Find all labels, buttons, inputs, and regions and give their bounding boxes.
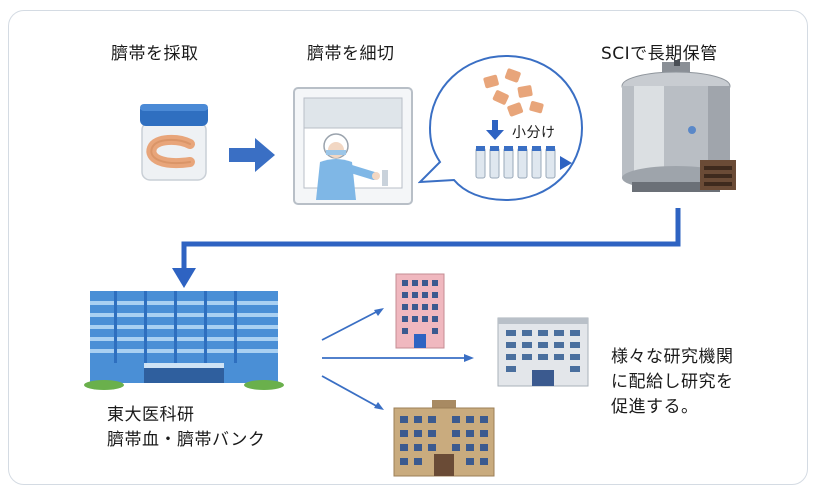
cryo-storage-tank-icon [621, 60, 736, 192]
flow-connector [172, 208, 681, 288]
institute-building-icon [497, 317, 589, 387]
bank-label: 東大医科研 臍帯血・臍帯バンク [107, 403, 265, 453]
step-label-store: SCIで長期保管 [601, 44, 718, 64]
arrow-down-icon [486, 120, 504, 140]
institute-building-icon [393, 400, 495, 477]
distribution-label: 様々な研究機関 に配給し研究を 促進する。 [611, 345, 734, 420]
aliquot-tubes-icon [475, 146, 556, 179]
arrow-right-small-icon [560, 156, 572, 170]
bank-label-line1: 東大医科研 [107, 405, 195, 425]
distribution-label-line2: に配給し研究を [611, 372, 734, 392]
bubble-label: 小分け [512, 125, 556, 141]
distribution-label-line1: 様々な研究機関 [611, 347, 734, 367]
tissue-pieces-icon [483, 68, 544, 117]
step-label-mince: 臍帯を細切 [307, 44, 395, 64]
bank-building-icon [84, 291, 284, 390]
bank-label-line2: 臍帯血・臍帯バンク [107, 430, 266, 450]
specimen-jar-icon [140, 104, 208, 181]
arrow-right-icon [229, 138, 275, 172]
institute-building-icon [395, 273, 445, 349]
distribution-label-line3: 促進する。 [611, 397, 699, 417]
aliquot-bubble [418, 54, 584, 202]
step-label-collect: 臍帯を採取 [111, 44, 199, 64]
distribution-arrows [321, 308, 474, 410]
clean-bench-worker-icon [293, 87, 413, 205]
